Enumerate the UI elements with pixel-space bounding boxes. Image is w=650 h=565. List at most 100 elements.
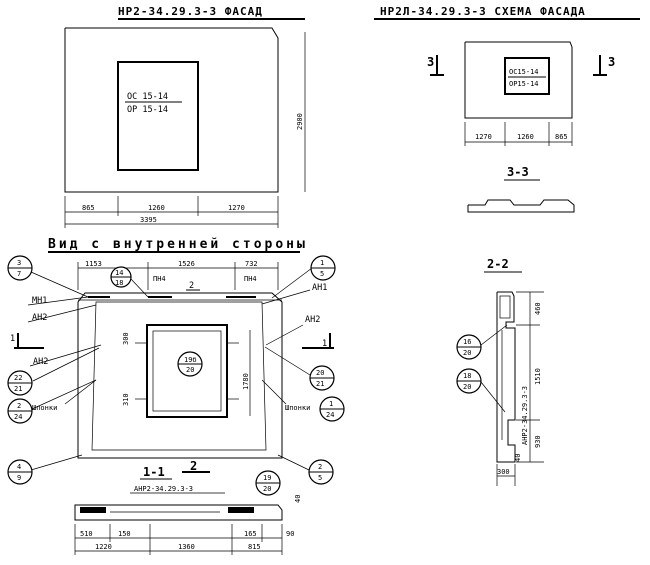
interior-shponki-right-leader: [261, 379, 287, 405]
section22-leader-1: [480, 324, 508, 346]
interior-center-circle-bottom: 20: [186, 366, 194, 374]
svg-text:21: 21: [14, 385, 22, 393]
svg-text:20: 20: [316, 369, 324, 377]
scheme-dim-3: 865: [555, 133, 568, 141]
scheme-window-top: ОС15-14: [509, 68, 539, 76]
scheme-cut-left: 3: [427, 55, 434, 69]
interior-an2-left2-leader: [29, 344, 102, 367]
svg-text:24: 24: [14, 413, 22, 421]
section11-label: 1-1: [143, 465, 165, 479]
scheme-cut-right: 3: [608, 55, 615, 69]
section22-label: 2-2: [487, 257, 509, 271]
interior-an1-right: АН1: [312, 283, 327, 293]
scheme-window-bottom: ОР15-14: [509, 80, 539, 88]
svg-text:3: 3: [17, 259, 21, 267]
callout-circle-4-9: 4 9: [7, 459, 33, 485]
callout-circle-3-7: 3 7: [7, 255, 33, 281]
svg-text:24: 24: [326, 411, 334, 419]
svg-text:19: 19: [263, 474, 271, 482]
section22-dim-3: 930: [534, 435, 542, 448]
svg-text:2: 2: [17, 402, 21, 410]
callout-circle-2-24: 2 24: [7, 398, 33, 424]
interior-leader-c4: [29, 379, 97, 411]
facade-window-bottom: ОР 15-14: [127, 105, 168, 115]
svg-text:18: 18: [463, 372, 471, 380]
section11-dim-bottom-3: 815: [248, 543, 261, 551]
svg-text:20: 20: [463, 349, 471, 357]
section22-leader-2: [480, 381, 506, 413]
svg-text:2: 2: [318, 463, 322, 471]
svg-text:16: 16: [463, 338, 471, 346]
facade-dim-3: 1270: [228, 204, 245, 212]
facade-dim-height: 2900: [296, 113, 304, 130]
callout-circle-14-18: 14 18: [110, 266, 132, 288]
interior-title: Вид с внутренней стороны: [48, 237, 308, 252]
svg-text:14: 14: [115, 269, 123, 277]
interior-mn1-leader: [27, 296, 89, 306]
svg-text:20: 20: [263, 485, 271, 493]
facade-panel: [64, 27, 279, 193]
section11-insert-right: [228, 507, 254, 513]
interior-cut-left: 1: [10, 334, 15, 344]
svg-text:21: 21: [316, 380, 324, 388]
section11-dim-bottom-1: 1220: [95, 543, 112, 551]
interior-cut-right: 1: [322, 339, 327, 349]
callout-circle-1-24: 1 24: [319, 396, 345, 422]
facade-dim-total: 3395: [140, 216, 157, 224]
section22-dim-2: 1510: [534, 368, 542, 385]
callout-circle-1-5-top: 1 5: [310, 255, 336, 281]
scheme-dim-2: 1260: [517, 133, 534, 141]
interior-leader-c9: [277, 454, 310, 471]
svg-text:18: 18: [115, 279, 123, 287]
interior-cut-top: 2: [189, 281, 194, 291]
section22-dim-side: 40: [514, 454, 522, 462]
interior-shponki-left-leader: [64, 379, 97, 405]
facade-dim-2: 1260: [148, 204, 165, 212]
section11-mark: АНР2-34.29.3-3: [134, 485, 193, 493]
interior-leader-c5: [30, 454, 83, 471]
interior-an2-right-leader: [265, 324, 304, 346]
interior-dim-right: 1780: [242, 373, 250, 390]
interior-an2-left-leader: [27, 304, 97, 323]
interior-window-inner: [152, 330, 222, 412]
svg-text:20: 20: [463, 383, 471, 391]
callout-circle-20-21: 20 21: [309, 365, 335, 391]
facade-dim-1: 865: [82, 204, 95, 212]
svg-text:22: 22: [14, 374, 22, 382]
section11-dim-bottom-2: 1360: [178, 543, 195, 551]
interior-shponki-right: Шпонки: [285, 404, 310, 412]
section11-dim-right-2: 90: [286, 530, 294, 538]
interior-an2-left2: АН2: [33, 357, 48, 367]
interior-leader-c1: [30, 271, 89, 298]
section22-top-block: [499, 295, 511, 319]
interior-an2-left: АН2: [32, 313, 47, 323]
facade-window-top: ОС 15-14: [127, 92, 168, 102]
interior-dim-top-3: 732: [245, 260, 258, 268]
interior-panel-inner: [91, 301, 267, 451]
interior-leader-c2: [130, 278, 149, 298]
section22-circle-16-20: 16 20: [456, 334, 482, 360]
interior-leader-c7: [264, 346, 311, 376]
scheme-title: НР2Л-34.29.3-3 СХЕМА ФАСАДА: [380, 5, 586, 18]
facade-title: НР2-34.29.3-3 ФАСАД: [118, 5, 263, 18]
interior-window: [146, 324, 228, 418]
callout-circle-2-5-bottom: 2 5: [308, 459, 334, 485]
callout-circle-22-21: 22 21: [7, 370, 33, 396]
svg-text:5: 5: [320, 270, 324, 278]
interior-dim-top-2: 1526: [178, 260, 195, 268]
section11-dim-top-2: 150: [118, 530, 131, 538]
section11-profile: [74, 504, 283, 521]
section11-dim-top-1: 510: [80, 530, 93, 538]
interior-shponki-left: Шпонки: [32, 404, 57, 412]
svg-text:9: 9: [17, 474, 21, 482]
interior-center-circle-top: 19б: [184, 356, 197, 364]
interior-an1-leader: [261, 289, 311, 305]
section11-circle: 19 20: [255, 470, 281, 496]
interior-mn1: МН1: [32, 296, 47, 306]
section22-circle-18-20: 18 20: [456, 368, 482, 394]
scheme-window: [504, 57, 550, 95]
scheme-dim-1: 1270: [475, 133, 492, 141]
section11-dim-side: 40: [294, 495, 302, 503]
